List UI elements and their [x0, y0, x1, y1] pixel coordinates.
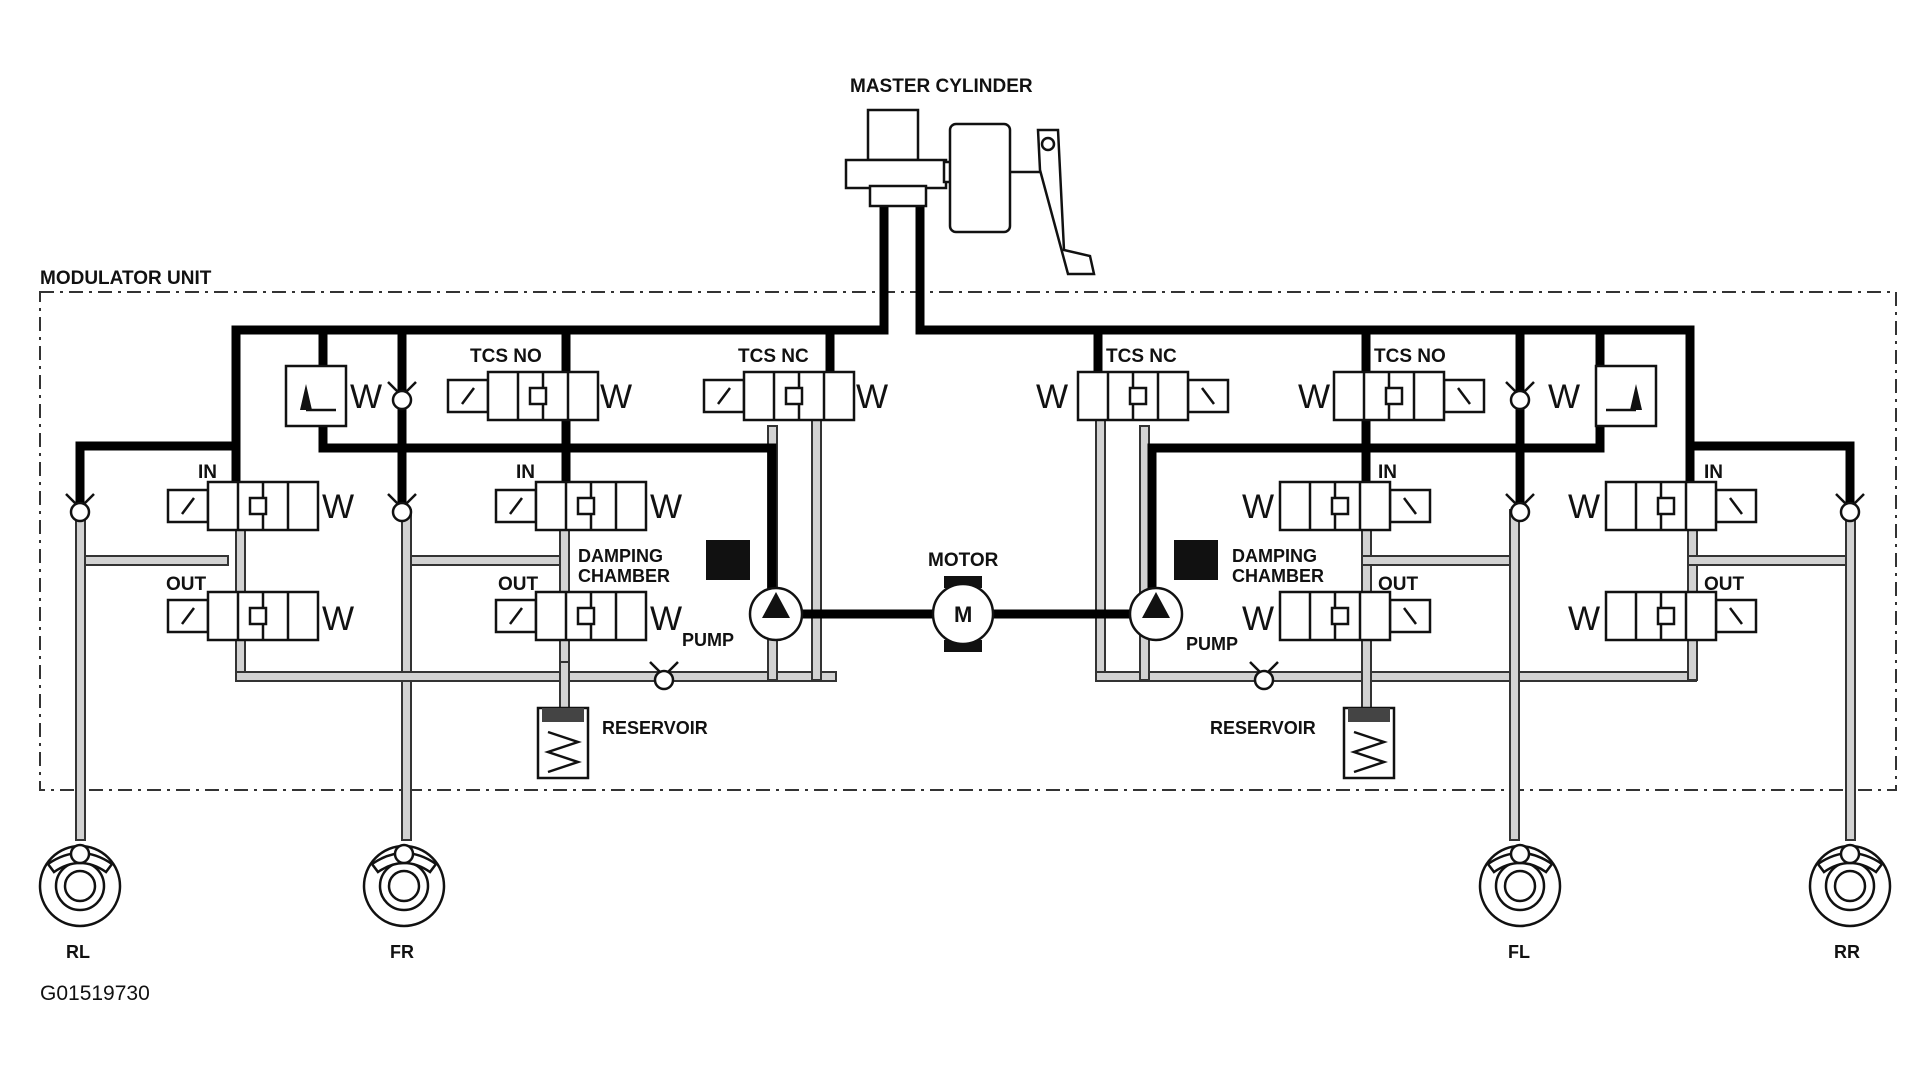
reservoir-left: [536, 706, 590, 780]
pump-left: [748, 586, 804, 642]
svg-text:W: W: [1548, 378, 1580, 416]
tcs-nc-label-left: TCS NC: [738, 346, 809, 367]
svg-text:W: W: [650, 488, 682, 526]
figure-id: G01519730: [40, 982, 150, 1005]
in-valve-rl: W: [166, 480, 354, 532]
svg-text:W: W: [600, 378, 632, 416]
tcs-nc-label-right: TCS NC: [1106, 346, 1177, 367]
svg-text:W: W: [1298, 378, 1330, 416]
svg-text:W: W: [322, 600, 354, 638]
tcs-no-label-right: TCS NO: [1374, 346, 1446, 367]
wheel-label-rl: RL: [66, 942, 90, 962]
out-valve-rr: W: [1568, 590, 1758, 642]
in-valve-rr: W: [1568, 480, 1758, 532]
damping-label-left-2: CHAMBER: [578, 566, 670, 586]
wheel-fl: [1478, 843, 1562, 928]
pump-label-left: PUMP: [682, 630, 734, 650]
damping-chamber-right: [1174, 540, 1218, 580]
svg-text:W: W: [650, 600, 682, 638]
damping-label-right-1: DAMPING: [1232, 546, 1317, 566]
wheel-rl: [38, 843, 122, 928]
wheel-label-rr: RR: [1834, 942, 1860, 962]
master-cylinder-label: MASTER CYLINDER: [850, 76, 1033, 97]
svg-text:W: W: [350, 378, 382, 416]
in-label-fr: IN: [516, 462, 535, 483]
wheel-fr: [362, 843, 446, 928]
tcs-no-valve-left: W: [446, 370, 632, 422]
in-label-fl: IN: [1378, 462, 1397, 483]
out-label-fl: OUT: [1378, 574, 1419, 595]
modulator-unit-boundary: [39, 291, 1897, 791]
in-label-rr: IN: [1704, 462, 1723, 483]
out-valve-fl: W: [1242, 590, 1432, 642]
tcs-no-valve-right: W: [1298, 370, 1486, 422]
out-label-rl: OUT: [166, 574, 207, 595]
out-label-fr: OUT: [498, 574, 539, 595]
master-cylinder: [844, 108, 1096, 276]
tcs-no-label-left: TCS NO: [470, 346, 542, 367]
in-label-rl: IN: [198, 462, 217, 483]
tcs-nc-valve-right: W: [1036, 370, 1230, 422]
reservoir-label-right: RESERVOIR: [1210, 718, 1316, 738]
relief-valve-right: W: [1548, 364, 1658, 428]
svg-text:W: W: [1242, 488, 1274, 526]
damping-label-right-2: CHAMBER: [1232, 566, 1324, 586]
svg-text:W: W: [1568, 600, 1600, 638]
svg-text:W: W: [322, 488, 354, 526]
wheel-rr: [1808, 843, 1892, 928]
motor: M: [931, 576, 995, 652]
svg-text:W: W: [1036, 378, 1068, 416]
reservoir-right: [1342, 706, 1396, 780]
tcs-nc-valve-left: W: [702, 370, 888, 422]
modulator-unit-label: MODULATOR UNIT: [40, 268, 212, 289]
relief-valve-left: W: [284, 364, 382, 428]
damping-chamber-left: [706, 540, 750, 580]
pump-right: [1128, 586, 1184, 642]
high-pressure-lines: [75, 195, 1855, 619]
out-label-rr: OUT: [1704, 574, 1745, 595]
damping-label-left-1: DAMPING: [578, 546, 663, 566]
wheel-label-fr: FR: [390, 942, 414, 962]
wheel-label-fl: FL: [1508, 942, 1530, 962]
in-valve-fl: W: [1242, 480, 1432, 532]
motor-label: MOTOR: [928, 550, 999, 571]
out-valve-rl: W: [166, 590, 354, 642]
in-valve-fr: W: [494, 480, 682, 532]
pump-label-right: PUMP: [1186, 634, 1238, 654]
reservoir-label-left: RESERVOIR: [602, 718, 708, 738]
out-valve-fr: W: [494, 590, 682, 642]
svg-text:W: W: [1242, 600, 1274, 638]
svg-text:W: W: [856, 378, 888, 416]
svg-text:M: M: [954, 602, 972, 627]
svg-text:W: W: [1568, 488, 1600, 526]
